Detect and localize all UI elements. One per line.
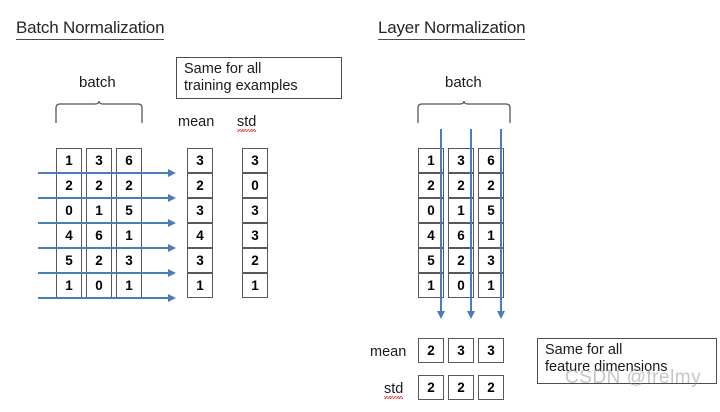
right-matrix-cell-r5-c0: 1 bbox=[418, 273, 444, 298]
left-std-label-text: std bbox=[237, 114, 257, 132]
left-note-line1: Same for all bbox=[184, 61, 262, 77]
right-matrix-cell-r0-c2: 6 bbox=[478, 148, 504, 173]
right-std-cell-0: 2 bbox=[418, 375, 444, 400]
left-mean-cell-2: 3 bbox=[187, 198, 213, 223]
left-row-arrow-5 bbox=[38, 297, 170, 299]
right-matrix-cell-r5-c1: 0 bbox=[448, 273, 474, 298]
left-std-cell-5: 1 bbox=[242, 273, 268, 298]
right-std-label: std bbox=[384, 381, 404, 399]
left-matrix-cell-r0-c0: 1 bbox=[56, 148, 82, 173]
left-std-label: std bbox=[237, 114, 257, 132]
right-matrix-cell-r0-c0: 1 bbox=[418, 148, 444, 173]
left-row-arrow-3 bbox=[38, 247, 170, 249]
left-note-line2: training examples bbox=[184, 78, 298, 94]
left-row-arrow-1 bbox=[38, 197, 170, 199]
right-matrix-cell-r1-c2: 2 bbox=[478, 173, 504, 198]
left-mean-cell-5: 1 bbox=[187, 273, 213, 298]
right-matrix-cell-r4-c1: 2 bbox=[448, 248, 474, 273]
right-mean-cell-0: 2 bbox=[418, 338, 444, 363]
left-std-cell-4: 2 bbox=[242, 248, 268, 273]
left-mean-cell-0: 3 bbox=[187, 148, 213, 173]
right-col-arrow-1 bbox=[470, 129, 472, 313]
right-batch-label: batch bbox=[445, 74, 482, 91]
right-mean-cell-1: 3 bbox=[448, 338, 474, 363]
right-note-line1: Same for all bbox=[545, 342, 623, 358]
right-col-arrow-0 bbox=[440, 129, 442, 313]
left-matrix-cell-r2-c0: 0 bbox=[56, 198, 82, 223]
left-row-arrowhead-3 bbox=[168, 243, 176, 252]
left-note-box: Same for all training examples bbox=[176, 57, 342, 99]
left-matrix-cell-r0-c2: 6 bbox=[116, 148, 142, 173]
right-col-arrowhead-0 bbox=[436, 311, 445, 319]
left-std-cell-3: 3 bbox=[242, 223, 268, 248]
right-batch-brace bbox=[417, 100, 511, 123]
right-col-arrow-2 bbox=[500, 129, 502, 313]
left-matrix-cell-r5-c0: 1 bbox=[56, 273, 82, 298]
right-matrix-cell-r5-c2: 1 bbox=[478, 273, 504, 298]
right-std-cell-1: 2 bbox=[448, 375, 474, 400]
right-panel-title: Layer Normalization bbox=[378, 18, 526, 40]
left-row-arrowhead-5 bbox=[168, 293, 176, 302]
right-matrix-cell-r3-c1: 6 bbox=[448, 223, 474, 248]
right-col-arrowhead-2 bbox=[496, 311, 505, 319]
left-matrix-cell-r4-c1: 2 bbox=[86, 248, 112, 273]
right-mean-label: mean bbox=[370, 344, 407, 360]
left-batch-brace bbox=[55, 100, 143, 123]
right-matrix-cell-r3-c2: 1 bbox=[478, 223, 504, 248]
right-std-cell-2: 2 bbox=[478, 375, 504, 400]
left-matrix-cell-r3-c0: 4 bbox=[56, 223, 82, 248]
left-panel-title: Batch Normalization bbox=[16, 18, 165, 40]
right-matrix-cell-r3-c0: 4 bbox=[418, 223, 444, 248]
left-row-arrowhead-4 bbox=[168, 268, 176, 277]
right-matrix-cell-r0-c1: 3 bbox=[448, 148, 474, 173]
left-mean-label: mean bbox=[178, 114, 215, 130]
left-row-arrow-4 bbox=[38, 272, 170, 274]
left-matrix-cell-r2-c1: 1 bbox=[86, 198, 112, 223]
left-std-cell-2: 3 bbox=[242, 198, 268, 223]
right-matrix-cell-r2-c1: 1 bbox=[448, 198, 474, 223]
right-matrix-cell-r2-c2: 5 bbox=[478, 198, 504, 223]
left-mean-cell-1: 2 bbox=[187, 173, 213, 198]
right-matrix-cell-r4-c0: 5 bbox=[418, 248, 444, 273]
left-row-arrow-2 bbox=[38, 222, 170, 224]
left-std-cell-0: 3 bbox=[242, 148, 268, 173]
left-mean-cell-3: 4 bbox=[187, 223, 213, 248]
left-row-arrow-0 bbox=[38, 172, 170, 174]
right-note-line2: feature dimensions bbox=[545, 359, 668, 375]
right-mean-cell-2: 3 bbox=[478, 338, 504, 363]
right-note-box: Same for all feature dimensions bbox=[537, 338, 717, 384]
right-std-label-text: std bbox=[384, 381, 404, 399]
left-matrix-cell-r2-c2: 5 bbox=[116, 198, 142, 223]
left-batch-label: batch bbox=[79, 74, 116, 91]
left-std-cell-1: 0 bbox=[242, 173, 268, 198]
left-row-arrowhead-0 bbox=[168, 168, 176, 177]
right-matrix-cell-r2-c0: 0 bbox=[418, 198, 444, 223]
left-row-arrowhead-1 bbox=[168, 193, 176, 202]
left-matrix-cell-r0-c1: 3 bbox=[86, 148, 112, 173]
right-matrix-cell-r1-c0: 2 bbox=[418, 173, 444, 198]
left-row-arrowhead-2 bbox=[168, 218, 176, 227]
left-mean-cell-4: 3 bbox=[187, 248, 213, 273]
left-matrix-cell-r4-c2: 3 bbox=[116, 248, 142, 273]
left-matrix-cell-r1-c2: 2 bbox=[116, 173, 142, 198]
right-matrix-cell-r1-c1: 2 bbox=[448, 173, 474, 198]
right-matrix-cell-r4-c2: 3 bbox=[478, 248, 504, 273]
right-col-arrowhead-1 bbox=[466, 311, 475, 319]
